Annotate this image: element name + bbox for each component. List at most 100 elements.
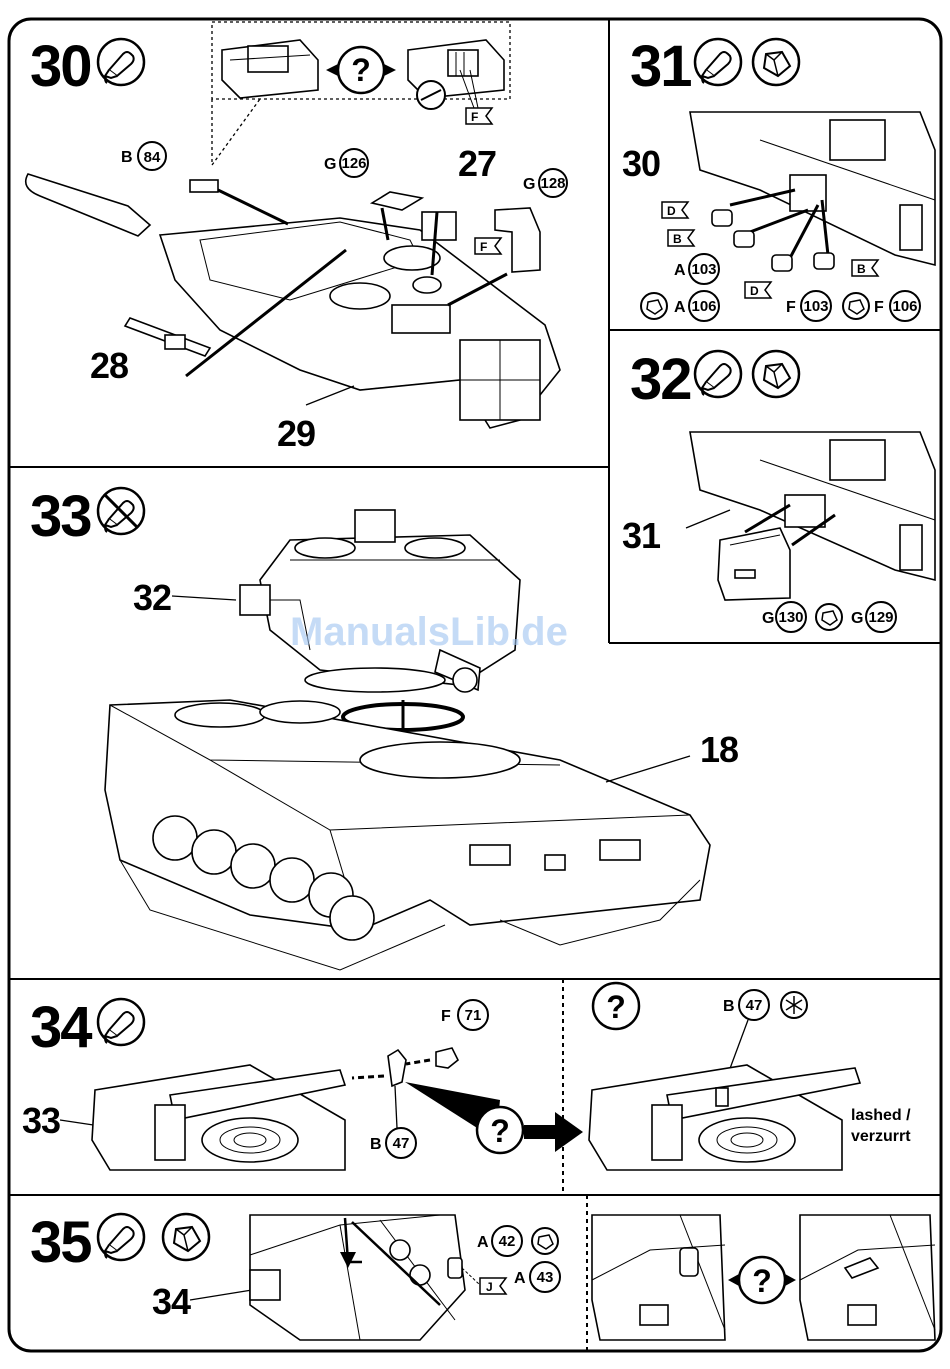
glue-tube-icon xyxy=(695,351,741,397)
svg-text:G: G xyxy=(762,610,774,627)
no-glue-icon xyxy=(98,488,144,534)
paint-icon xyxy=(641,293,667,319)
tag-f: F xyxy=(475,238,501,254)
tag-b: B xyxy=(668,230,694,246)
svg-text:G: G xyxy=(324,156,336,173)
step-number: 32 xyxy=(630,347,691,412)
callout-label: 27 xyxy=(458,143,496,184)
part-label-b47: B 47 xyxy=(723,990,769,1020)
paint-icon xyxy=(753,39,799,85)
svg-text:47: 47 xyxy=(746,997,763,1014)
part-label-g129: G 129 xyxy=(851,602,896,632)
svg-text:B: B xyxy=(370,1136,382,1153)
svg-text:B: B xyxy=(723,998,735,1015)
svg-text:47: 47 xyxy=(393,1135,410,1152)
turret-drawing xyxy=(26,174,560,428)
tag-d: D xyxy=(745,282,771,298)
svg-text:71: 71 xyxy=(465,1007,482,1024)
part-label-a43: A 43 xyxy=(514,1262,560,1292)
tag-j: J xyxy=(480,1278,506,1294)
paint-icon xyxy=(843,293,869,319)
step-34-inset: ? B 47 lashed / verzurrt xyxy=(589,983,911,1170)
callout-label: 30 xyxy=(622,143,660,184)
asterisk-icon xyxy=(781,992,807,1018)
step-number: 30 xyxy=(30,34,91,99)
svg-text:G: G xyxy=(851,610,863,627)
callout-label: 28 xyxy=(90,345,128,386)
watermark: ManualsLib.de xyxy=(290,610,568,654)
callout-label: 29 xyxy=(277,413,315,454)
svg-text:84: 84 xyxy=(144,149,161,166)
callout-label: 31 xyxy=(622,515,661,556)
small-part xyxy=(448,1258,462,1278)
glue-tube-icon xyxy=(98,999,144,1045)
callout-label: 33 xyxy=(22,1100,60,1141)
stowage-box xyxy=(718,528,790,600)
paint-icon xyxy=(532,1228,558,1254)
svg-text:106: 106 xyxy=(892,298,917,315)
step-34-panel: 34 33 F 71 B 47 xyxy=(22,995,583,1170)
clamp-part xyxy=(388,1048,458,1086)
part-label-f103: F 103 xyxy=(786,291,831,321)
tag-d: D xyxy=(662,202,688,218)
glue-tube-icon xyxy=(98,39,144,85)
callout-label: 32 xyxy=(133,577,171,618)
question-mark: ? xyxy=(490,1113,510,1149)
svg-text:129: 129 xyxy=(868,609,893,626)
glue-tube-icon xyxy=(695,39,741,85)
svg-text:F: F xyxy=(786,299,796,316)
callout-label: 34 xyxy=(152,1281,191,1322)
svg-text:F: F xyxy=(874,299,884,316)
part-label-a103: A 103 xyxy=(674,254,719,284)
lashed-note: lashed / xyxy=(851,1107,911,1124)
svg-text:D: D xyxy=(750,284,759,298)
part-label-f106: F 106 xyxy=(874,291,920,321)
step-number: 31 xyxy=(630,34,691,99)
svg-text:A: A xyxy=(674,299,686,316)
step-33-panel: 33 32 18 xyxy=(30,484,738,970)
tag-f: F xyxy=(466,108,492,124)
result-arrow xyxy=(524,1112,583,1152)
part-label-f71: F 71 xyxy=(441,1000,488,1030)
glue-tube-icon xyxy=(98,1214,144,1260)
lashed-note: verzurrt xyxy=(851,1128,911,1145)
svg-text:A: A xyxy=(477,1234,489,1251)
svg-text:A: A xyxy=(514,1270,526,1287)
svg-text:G: G xyxy=(523,176,535,193)
turret-rear-drawing xyxy=(92,1065,345,1170)
svg-text:128: 128 xyxy=(540,175,565,192)
svg-text:J: J xyxy=(486,1280,493,1294)
part-label-b47: B 47 xyxy=(370,1128,416,1158)
tag-b: B xyxy=(852,260,878,276)
part-label-g130: G 130 xyxy=(762,602,806,632)
svg-text:43: 43 xyxy=(537,1269,554,1286)
step-31-panel: 31 30 D B xyxy=(622,34,935,321)
step-32-panel: 32 31 G 130 G 129 xyxy=(622,347,935,632)
svg-text:126: 126 xyxy=(341,155,366,172)
detail-drawing-after xyxy=(800,1215,935,1340)
question-mark: ? xyxy=(752,1263,772,1299)
turret-rear-lashed-drawing xyxy=(589,1065,860,1170)
svg-text:103: 103 xyxy=(691,261,716,278)
hull-rear-drawing xyxy=(690,112,935,265)
detail-drawing-before xyxy=(222,40,318,98)
step-35-panel: 35 34 J A 42 A xyxy=(30,1210,560,1340)
detail-drawing-before xyxy=(592,1215,725,1340)
callout-label: 18 xyxy=(700,729,738,770)
svg-text:106: 106 xyxy=(691,298,716,315)
hull-drawing xyxy=(105,700,710,970)
svg-text:42: 42 xyxy=(499,1233,516,1250)
hull-front-drawing xyxy=(250,1215,465,1340)
question-mark: ? xyxy=(606,989,626,1025)
tow-hooks xyxy=(712,210,834,271)
part-label-a42: A 42 xyxy=(477,1226,522,1256)
step-35-inset: ? xyxy=(592,1215,935,1340)
step-30-panel: 30 ? F B xyxy=(26,22,567,454)
svg-text:130: 130 xyxy=(778,609,803,626)
question-mark: ? xyxy=(351,52,371,88)
step-number: 35 xyxy=(30,1210,91,1275)
step-number: 33 xyxy=(30,484,91,549)
svg-text:D: D xyxy=(667,204,676,218)
paint-icon xyxy=(163,1214,209,1260)
